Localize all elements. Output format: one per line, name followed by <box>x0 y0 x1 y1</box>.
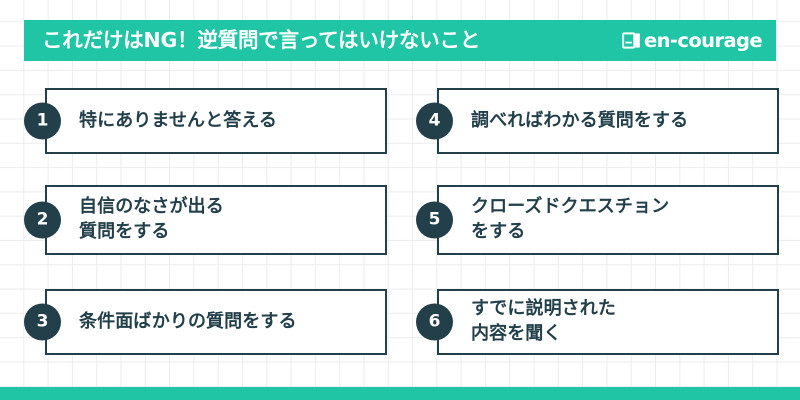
footer-accent-bar <box>0 387 800 400</box>
item-text-line: をする <box>471 221 526 242</box>
list-item: 2 自信のなさが出る 質問をする <box>24 185 387 255</box>
list-item: 1 特にありませんと答える <box>24 88 387 154</box>
list-item: 3 条件面ばかりの質問をする <box>24 289 387 355</box>
item-text-line: クローズドクエスチョン <box>471 196 670 218</box>
book-icon <box>622 32 640 49</box>
page-title: これだけはNG！逆質問で言ってはいけないこと <box>42 28 481 53</box>
item-text-line: 内容を聞く <box>471 323 562 344</box>
brand-logo: en-courage <box>622 28 763 52</box>
item-text-line: 条件面ばかりの質問をする <box>79 310 297 332</box>
header-banner: これだけはNG！逆質問で言ってはいけないこと en-courage <box>24 20 776 61</box>
item-number-badge: 3 <box>24 303 61 341</box>
item-text: 条件面ばかりの質問をする <box>79 310 297 335</box>
item-text-line: 調べればわかる質問をする <box>471 109 689 131</box>
item-text: クローズドクエスチョン をする <box>471 195 669 245</box>
list-item: 6 すでに説明された 内容を聞く <box>416 289 779 355</box>
item-number-badge: 4 <box>416 102 453 140</box>
item-text-line: すでに説明された <box>471 298 616 320</box>
item-text: すでに説明された 内容を聞く <box>471 297 616 347</box>
item-text-line: 自信のなさが出る <box>79 196 224 218</box>
item-number-badge: 1 <box>24 102 61 140</box>
list-item: 5 クローズドクエスチョン をする <box>416 185 779 255</box>
list-item: 4 調べればわかる質問をする <box>416 88 779 154</box>
item-text-line: 質問をする <box>79 221 170 242</box>
item-text: 調べればわかる質問をする <box>471 109 688 134</box>
item-number-badge: 2 <box>24 201 61 239</box>
item-text: 自信のなさが出る 質問をする <box>79 195 224 245</box>
item-number-badge: 5 <box>416 201 453 239</box>
item-text-line: 特にありませんと答える <box>79 109 278 131</box>
item-text: 特にありませんと答える <box>79 109 277 134</box>
brand-name: en-courage <box>644 28 763 52</box>
item-number-badge: 6 <box>416 303 453 341</box>
